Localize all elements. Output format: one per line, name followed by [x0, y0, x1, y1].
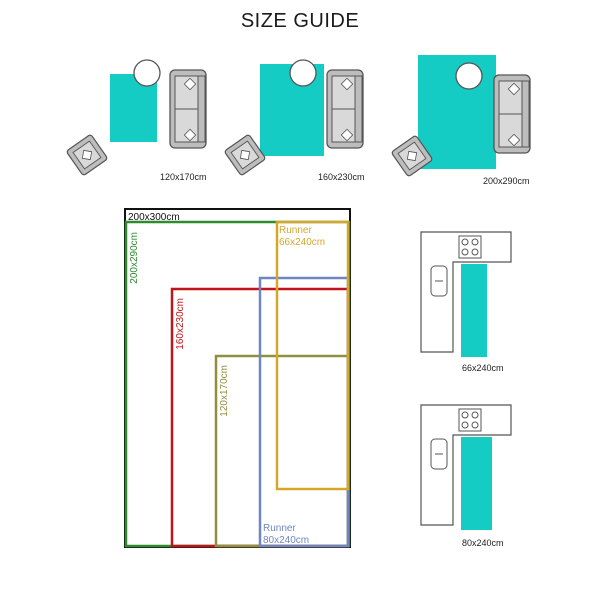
kitchen-example-80x240 [420, 404, 512, 530]
size-comparison: 200x300cm 200x290cm 160x230cm 120x170cm … [124, 208, 351, 548]
caption-120x170: 120x170cm [160, 172, 207, 182]
room-example-160x230 [223, 59, 364, 177]
sofa-icon [169, 69, 207, 149]
outline-200x290 [124, 220, 351, 548]
coffee-table-icon [289, 59, 317, 87]
label-200x290: 200x290cm [129, 232, 140, 284]
caption-kitchen-80x240: 80x240cm [462, 538, 504, 548]
sofa-icon [493, 74, 531, 154]
label-200x300: 200x300cm [128, 212, 180, 223]
room-example-120x170 [65, 59, 207, 177]
caption-200x290: 200x290cm [483, 176, 530, 186]
outline-200x300 [124, 208, 351, 548]
runner-swatch-66x240 [461, 264, 487, 357]
label-runner-gold-size: 66x240cm [279, 237, 325, 248]
coffee-table-icon [133, 59, 161, 87]
outline-runner-66x240 [275, 220, 350, 491]
sofa-icon [326, 69, 364, 149]
room-example-200x290 [390, 55, 531, 178]
runner-swatch-80x240 [461, 437, 492, 530]
outline-runner-80x240 [258, 276, 350, 548]
caption-160x230: 160x230cm [318, 172, 365, 182]
outline-120x170 [214, 354, 350, 548]
label-runner-blue-size: 80x240cm [263, 535, 309, 546]
armchair-icon [223, 133, 267, 177]
coffee-table-icon [455, 62, 483, 90]
label-runner-gold-title: Runner [279, 225, 312, 236]
kitchen-example-66x240 [420, 231, 512, 357]
label-160x230: 160x230cm [175, 298, 186, 350]
armchair-icon [65, 133, 109, 177]
caption-kitchen-66x240: 66x240cm [462, 363, 504, 373]
label-120x170: 120x170cm [219, 365, 230, 417]
label-runner-blue-title: Runner [263, 523, 296, 534]
page-title: SIZE GUIDE [240, 10, 360, 32]
